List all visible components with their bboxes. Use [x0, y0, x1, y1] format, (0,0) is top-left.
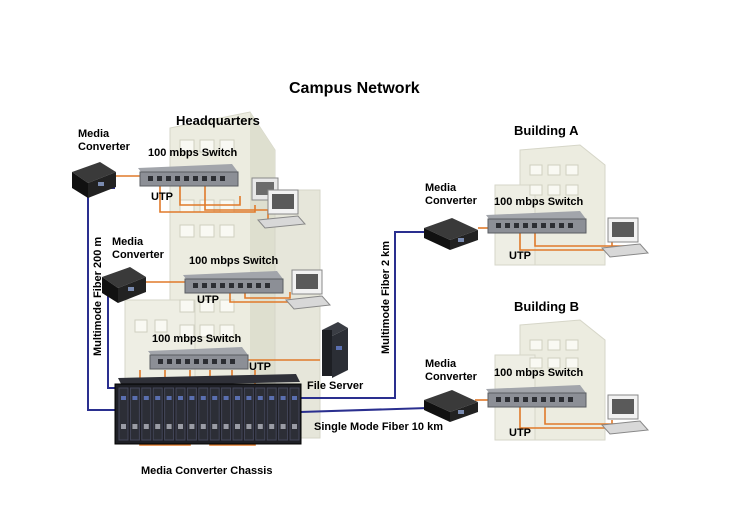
- chassis-slot-port: [280, 424, 286, 429]
- chassis-slot: [129, 387, 140, 441]
- computer-building-a: [600, 217, 650, 258]
- media-converter-chassis: [114, 374, 302, 445]
- computer-hq-mid: [284, 269, 332, 310]
- chassis-slot-port: [178, 396, 183, 400]
- switch-hq-mid: [183, 271, 284, 294]
- switch-building-b: [486, 385, 587, 408]
- multimode-fiber-2km-label: Multimode Fiber 2 km: [380, 240, 392, 354]
- multimode-fiber-200m-label: Multimode Fiber 200 m: [92, 236, 104, 356]
- media-converter-building-b: [424, 390, 478, 422]
- media-converter-building-a: [424, 218, 478, 250]
- chassis-slot-port: [155, 424, 161, 429]
- chassis-slot: [232, 387, 243, 441]
- chassis-slot-port: [132, 396, 138, 400]
- chassis-slot-port: [246, 396, 252, 400]
- chassis-label: Media Converter Chassis: [141, 465, 273, 477]
- chassis-slot-port: [246, 424, 252, 429]
- switch-hq-top-label: 100 mbps Switch: [148, 147, 238, 159]
- chassis-slot-port: [257, 396, 263, 400]
- chassis-slot-port: [143, 396, 149, 400]
- headquarters-label: Headquarters: [176, 113, 260, 128]
- chassis-slot-port: [178, 424, 183, 429]
- chassis-slot-port: [143, 424, 149, 429]
- chassis-slot: [243, 387, 254, 441]
- chassis-slot: [289, 387, 300, 441]
- chassis-slot-port: [189, 396, 195, 400]
- chassis-slot-port: [155, 396, 161, 400]
- diagram-title: Campus Network: [289, 80, 420, 97]
- chassis-slot: [209, 387, 220, 441]
- computer-hq-top: [251, 177, 307, 229]
- chassis-slot-port: [200, 424, 206, 429]
- file-server-label: File Server: [307, 380, 364, 392]
- media-converter-hq-mid-label: Media Converter: [112, 236, 164, 261]
- chassis-slot-port: [257, 424, 263, 429]
- chassis-slot-port: [212, 396, 218, 400]
- chassis-slot-port: [223, 424, 229, 429]
- chassis-slot-port: [235, 424, 240, 429]
- media-converter-building-b-label: Media Converter: [425, 358, 477, 383]
- switch-hq-bottom: [148, 347, 249, 370]
- chassis-slot-port: [212, 424, 218, 429]
- chassis-slot: [198, 387, 209, 441]
- switch-hq-top: [138, 164, 239, 187]
- chassis-slot-port: [292, 396, 297, 400]
- chassis-slot: [266, 387, 277, 441]
- chassis-slot: [152, 387, 163, 441]
- chassis-slot: [221, 387, 232, 441]
- switch-building-a-label: 100 mbps Switch: [494, 196, 584, 208]
- chassis-slot: [186, 387, 197, 441]
- chassis-slot-port: [223, 396, 229, 400]
- chassis-slot-port: [269, 424, 275, 429]
- building-b-label: Building B: [514, 299, 579, 314]
- chassis-slot: [164, 387, 175, 441]
- single-mode-fiber-label: Single Mode Fiber 10 km: [314, 421, 443, 433]
- chassis-slot-port: [166, 396, 172, 400]
- chassis-slot: [175, 387, 186, 441]
- chassis-slot-port: [292, 424, 297, 429]
- switch-hq-mid-label: 100 mbps Switch: [189, 255, 279, 267]
- chassis-slot-port: [121, 396, 126, 400]
- utp-label-building-b: UTP: [509, 427, 531, 439]
- utp-label-hq-top: UTP: [151, 191, 173, 203]
- switch-hq-bottom-label: 100 mbps Switch: [152, 333, 242, 345]
- chassis-slot: [141, 387, 152, 441]
- chassis-slot: [278, 387, 289, 441]
- chassis-slot: [255, 387, 266, 441]
- building-a-label: Building A: [514, 123, 579, 138]
- file-server: [322, 322, 348, 378]
- chassis-slot-port: [166, 424, 172, 429]
- utp-label-hq-bottom: UTP: [249, 361, 271, 373]
- chassis-slot-port: [200, 396, 206, 400]
- chassis-slot-port: [280, 396, 286, 400]
- chassis-slot: [118, 387, 129, 441]
- switch-building-a: [486, 211, 587, 234]
- chassis-slot-port: [132, 424, 138, 429]
- switch-building-b-label: 100 mbps Switch: [494, 367, 584, 379]
- utp-label-hq-mid: UTP: [197, 294, 219, 306]
- media-converter-building-a-label: Media Converter: [425, 182, 477, 207]
- chassis-slot-port: [121, 424, 126, 429]
- media-converter-hq-top: [72, 162, 116, 198]
- media-converter-hq-mid: [102, 267, 146, 303]
- utp-label-building-a: UTP: [509, 250, 531, 262]
- chassis-slot-port: [235, 396, 240, 400]
- building-b: [494, 319, 606, 441]
- chassis-slot-port: [189, 424, 195, 429]
- computer-building-b: [600, 394, 650, 435]
- media-converter-hq-top-label: Media Converter: [78, 128, 130, 153]
- chassis-slot-port: [269, 396, 275, 400]
